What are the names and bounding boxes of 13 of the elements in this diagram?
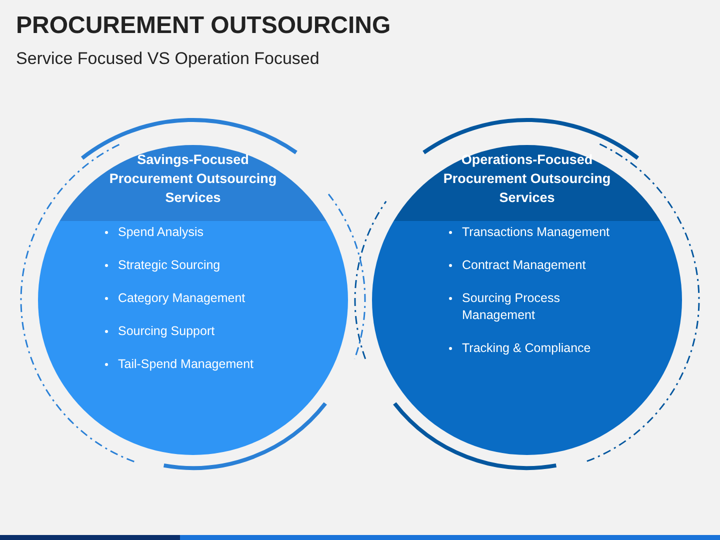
list-item: Spend Analysis [118,225,204,239]
circle-heading: Savings-Focused Procurement Outsourcing Services [108,151,278,207]
title: PROCUREMENT OUTSOURCING [16,12,391,40]
list-item: Contract Management [462,258,586,272]
list-item: Transactions Management [462,225,610,239]
list-item: Strategic Sourcing [118,258,220,272]
list-item: Sourcing Process Management [462,291,560,322]
list-item: Sourcing Support [118,324,215,338]
list-item: Tail-Spend Management [118,357,254,371]
subtitle: Service Focused VS Operation Focused [16,49,320,69]
list-item: Tracking & Compliance [462,341,591,355]
circle-heading: Operations-Focused Procurement Outsourcing Services [442,151,612,207]
list-item: Category Management [118,291,246,305]
